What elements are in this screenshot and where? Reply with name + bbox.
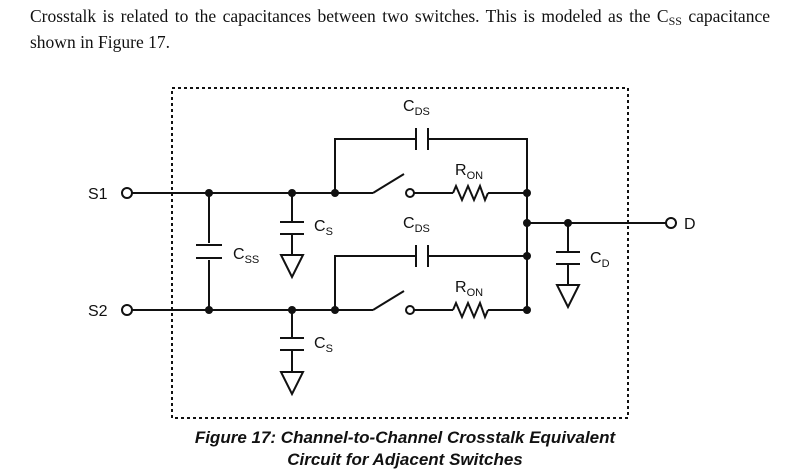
terminal-s1 xyxy=(121,187,133,199)
paragraph-part1: Crosstalk is related to the capacitances… xyxy=(30,6,669,26)
paragraph-part2: capacitance shown in Figure 17. xyxy=(30,6,770,52)
cap-cds-bottom xyxy=(415,245,429,267)
cap-cs-top xyxy=(280,221,304,235)
figure-caption-line1: Figure 17: Channel-to-Channel Crosstalk … xyxy=(195,428,617,447)
cap-cd xyxy=(556,251,580,265)
figure-caption-line2: Circuit for Adjacent Switches xyxy=(287,450,523,469)
label-d: D xyxy=(684,216,696,233)
figure-border xyxy=(171,87,629,419)
switch-bottom xyxy=(372,290,415,315)
ground-symbol-cs-top xyxy=(279,254,305,280)
resistor-ron-top xyxy=(452,183,489,203)
terminal-s2 xyxy=(121,304,133,316)
wires xyxy=(131,138,666,372)
label-cd: CD xyxy=(590,250,610,270)
label-cds-top: CDS xyxy=(403,98,430,118)
label-ron-bottom: RON xyxy=(455,279,483,299)
label-ron-top: RON xyxy=(455,162,483,182)
terminal-d xyxy=(665,217,677,229)
label-s2: S2 xyxy=(88,303,108,320)
label-cs-bottom: CS xyxy=(314,335,333,355)
label-cs-top: CS xyxy=(314,218,333,238)
label-css: CSS xyxy=(233,246,259,266)
ground-symbol-cs-bottom xyxy=(279,371,305,397)
label-cds-bottom: CDS xyxy=(403,215,430,235)
label-s1: S1 xyxy=(88,186,108,203)
ground-symbol-cd xyxy=(555,284,581,310)
cap-css xyxy=(196,244,222,259)
cap-cds-top xyxy=(415,128,429,150)
body-paragraph: Crosstalk is related to the capacitances… xyxy=(30,6,770,53)
switch-top xyxy=(372,173,415,198)
junction-dots xyxy=(205,189,572,314)
cap-cs-bottom xyxy=(280,337,304,351)
paragraph-subscript: SS xyxy=(668,14,682,28)
resistor-ron-bottom xyxy=(452,300,489,320)
